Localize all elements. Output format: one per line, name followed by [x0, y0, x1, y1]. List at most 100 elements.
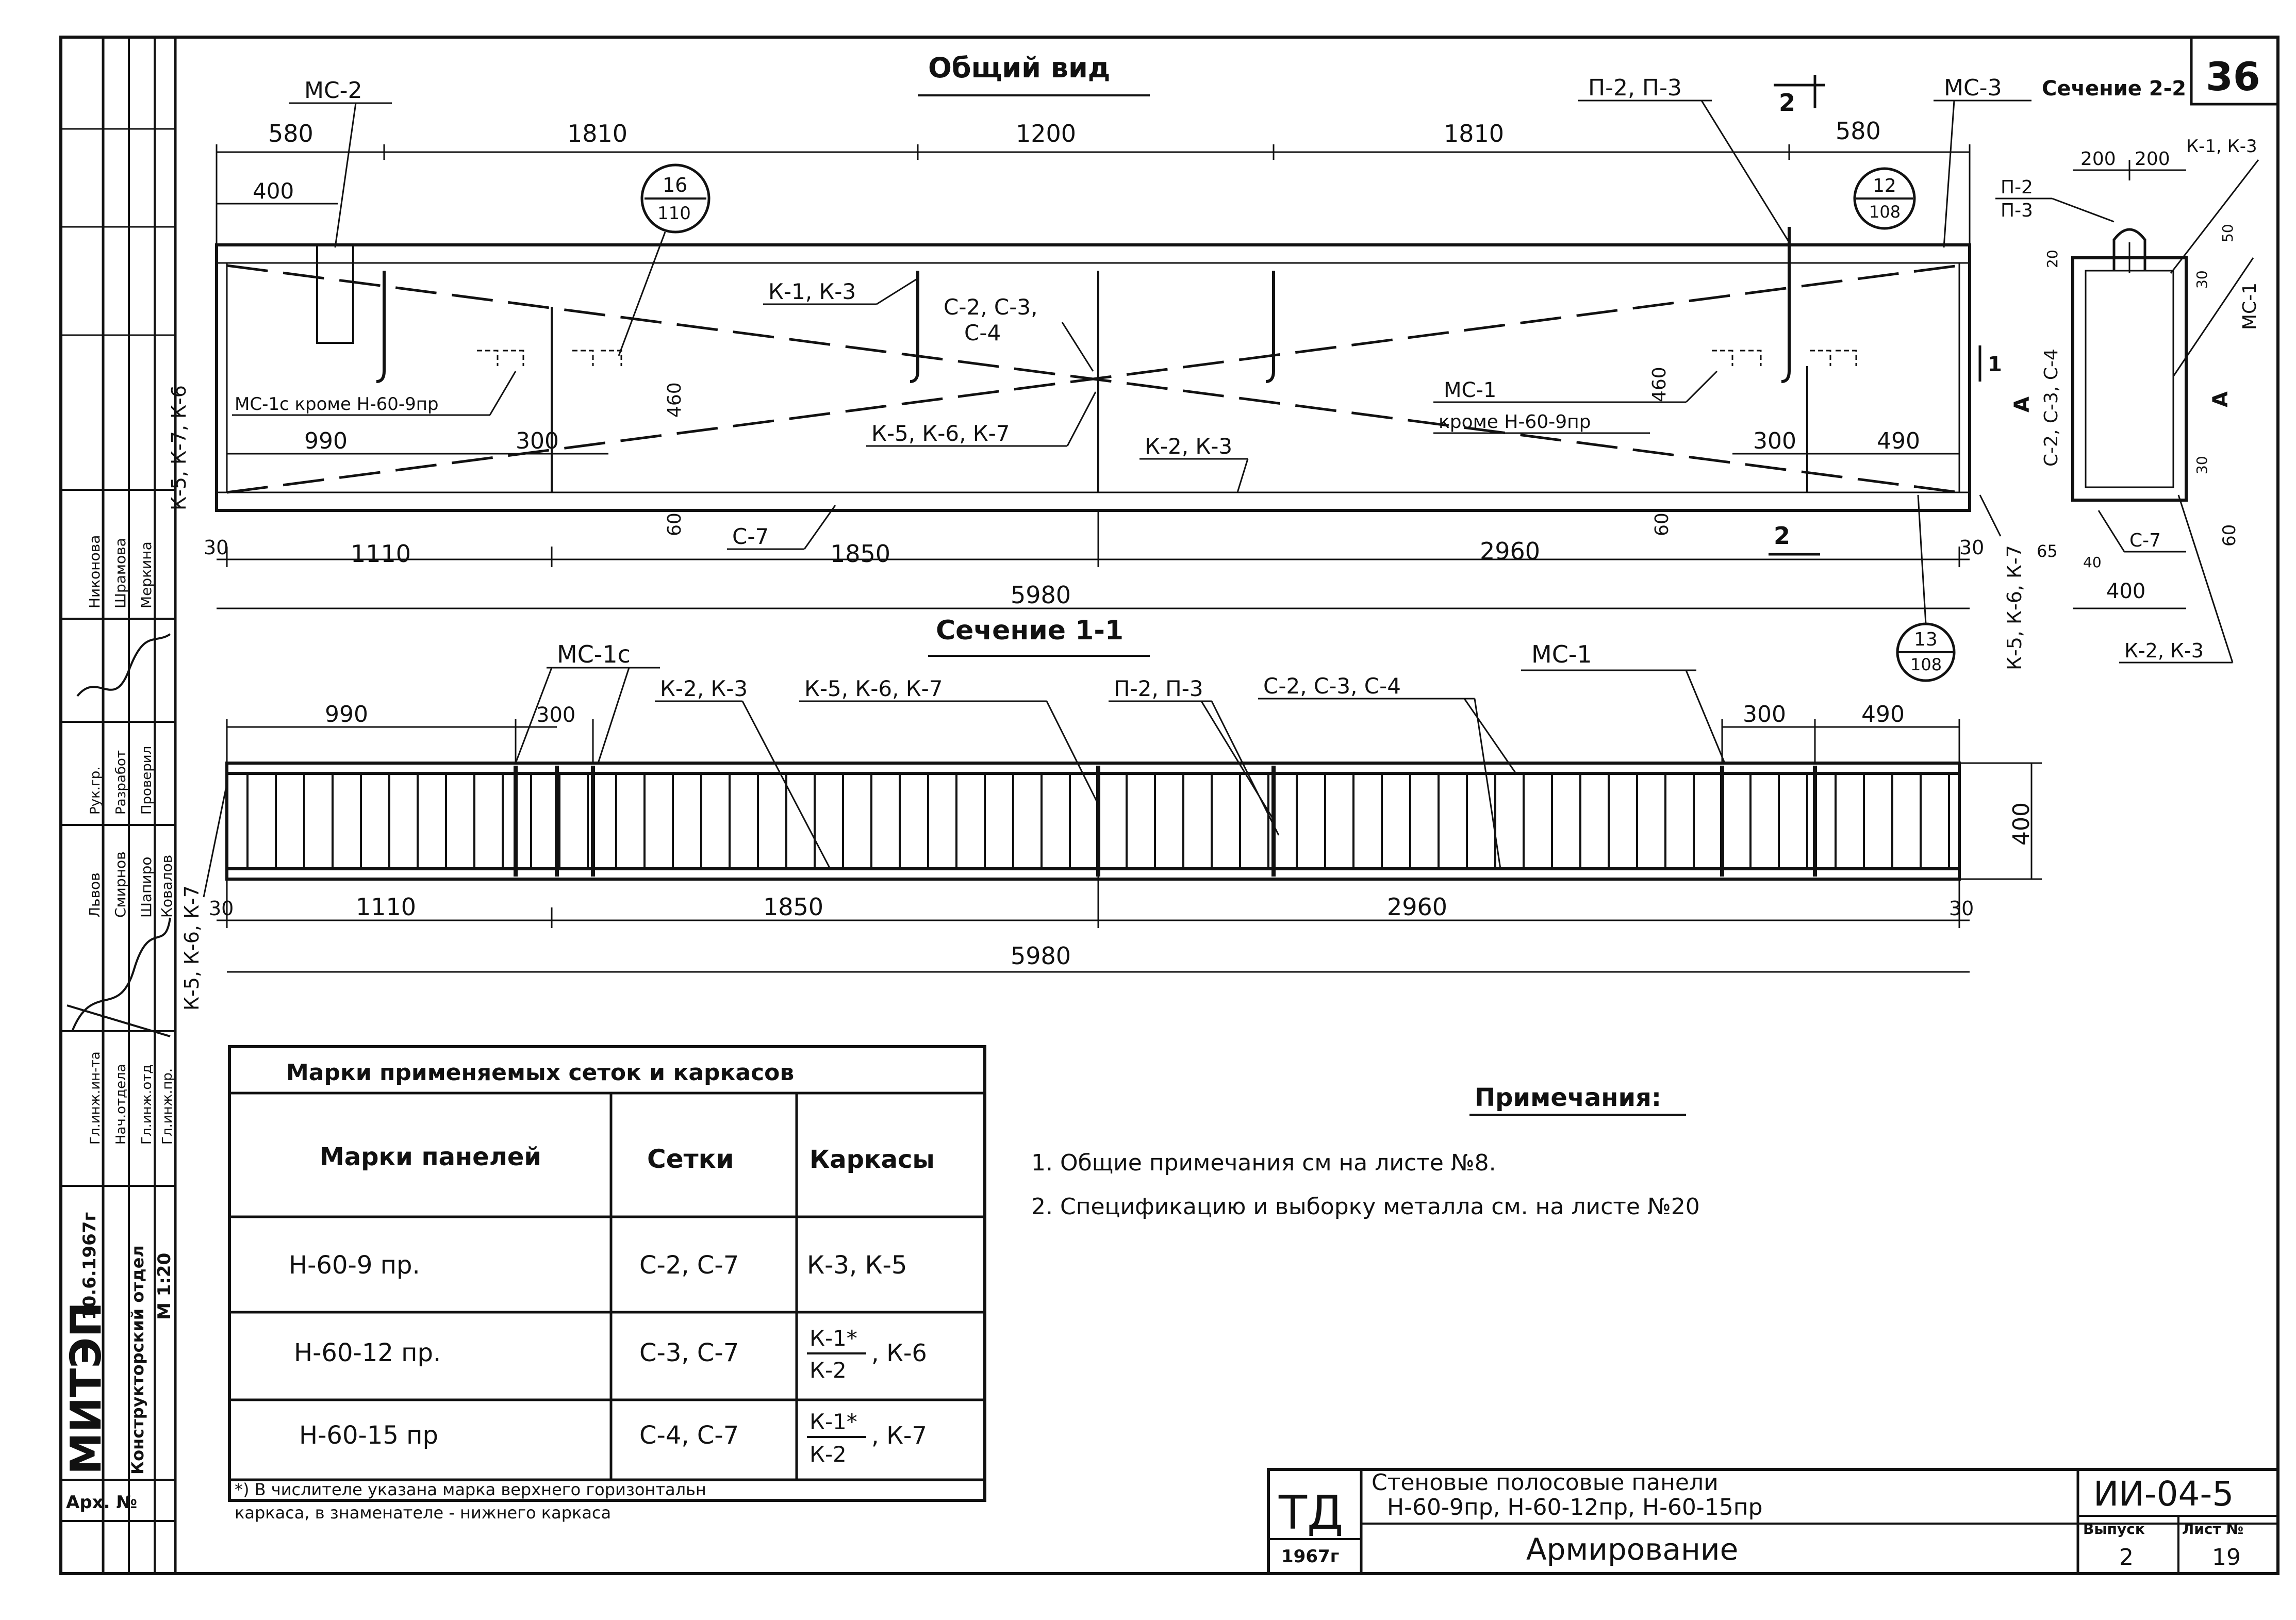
inner-dim-60-right: 60: [1651, 513, 1673, 536]
dim-total-5980: 5980: [1011, 581, 1071, 609]
s22-label-p2: П-2: [2001, 177, 2033, 198]
label-mc1c: МС-1с кроме Н-60-9пр: [235, 394, 439, 415]
panel-outline: [215, 243, 1971, 512]
table-row-1-frame: , К-6: [871, 1339, 927, 1367]
tb-code: ИИ-04-5: [2093, 1474, 2234, 1514]
label-cut-2-bottom: 2: [1774, 522, 1790, 550]
table-row-1-mesh: С-3, С-7: [639, 1338, 739, 1367]
section-1-1-outline: [225, 762, 1961, 881]
dim-top-580-left: 580: [268, 120, 313, 147]
label-c7: С-7: [732, 524, 769, 549]
name-4: Никонова: [86, 535, 103, 608]
tb-issue-label: Выпуск: [2083, 1520, 2145, 1538]
dim-bottom-2960: 2960: [1480, 537, 1540, 565]
s11-dim-1850: 1850: [763, 893, 823, 921]
s11-dim-400: 400: [2008, 802, 2035, 846]
label-k2k3: К-2, К-3: [1145, 434, 1232, 459]
section-1-1-rungs: [246, 773, 1950, 869]
s22-dim-30-bottom: 30: [2193, 456, 2210, 474]
label-c4: С-4: [964, 320, 1001, 345]
s22-dim-200-left: 200: [2080, 148, 2116, 170]
table-header-frames: Каркасы: [810, 1145, 935, 1174]
note-2: 2. Спецификацию и выборку металла см. на…: [1031, 1194, 1700, 1220]
s22-label-c7: С-7: [2129, 530, 2161, 551]
dim-top-580-right: 580: [1836, 117, 1881, 145]
sheet-number: 36: [2206, 54, 2260, 100]
label-mc3: МС-3: [1944, 75, 2002, 101]
label-cut-1: 1: [1988, 353, 2002, 376]
callout-13-den: 108: [1910, 655, 1942, 674]
dept-name: Конструкторский отдел: [128, 1245, 147, 1475]
section-2-2-outline: [2071, 256, 2188, 502]
s11-label-c2c3c4: С-2, С-3, С-4: [1263, 673, 1401, 699]
inner-dim-460-right: 460: [1649, 367, 1670, 402]
inner-dim-60-left: 60: [664, 513, 685, 536]
s11-dim-1110: 1110: [356, 893, 416, 921]
s11-dim-300-right: 300: [1743, 701, 1786, 728]
title-block: ТД 1967г Стеновые полосовые панели Н-60-…: [1267, 1468, 2280, 1575]
scale: М 1:20: [154, 1253, 175, 1320]
dim-top-1810-right: 1810: [1444, 120, 1504, 147]
label-mc2: МС-2: [304, 77, 362, 104]
tb-subtitle: Армирование: [1526, 1532, 1738, 1567]
s22-label-k1k3: К-1, К-3: [2186, 136, 2257, 157]
marks-table: Марки применяемых сеток и каркасов Марки…: [228, 1045, 986, 1523]
callout-16-num: 16: [663, 174, 687, 196]
table-title: Марки применяемых сеток и каркасов: [286, 1060, 794, 1086]
s11-label-k5k6k7: К-5, К-6, К-7: [804, 676, 943, 701]
dim-400: 400: [253, 178, 294, 204]
notes-title: Примечания:: [1475, 1083, 1661, 1112]
side-stamp: МИТЭП Конструкторский отдел Арх. № 10.6.…: [61, 37, 177, 1574]
inner-dim-990: 990: [304, 428, 348, 454]
mesh-mc2: [316, 244, 354, 344]
section-2-2-title: Сечение 2-2: [2042, 77, 2186, 101]
notes: Примечания: 1. Общие примечания см на ли…: [1031, 1083, 1700, 1220]
s11-dim-30-right: 30: [1949, 897, 1974, 920]
label-k5k6k7: К-5, К-6, К-7: [871, 421, 1010, 446]
dim-bottom-1110: 1110: [351, 540, 411, 568]
callout-16-110: 16 110: [618, 163, 711, 356]
section-2-2: Сечение 2-2 200 200 400 К-1, К-3 П-2 П-3…: [1995, 77, 2260, 664]
s11-dim-30-left: 30: [209, 897, 234, 920]
dim-bottom-30-right: 30: [1959, 536, 1984, 559]
s22-dim-400: 400: [2106, 580, 2145, 603]
role-2: Гл.инж.отд: [139, 1065, 155, 1145]
name-2: Шапиро: [138, 856, 155, 918]
section-1-1-heavy-posts: [514, 766, 1817, 877]
s22-dim-65: 65: [2037, 541, 2058, 561]
table-row-1-frame-den: К-2: [810, 1358, 847, 1383]
label-right-side: К-5, К-6, К-7: [2003, 545, 2026, 670]
section-1-1: Сечение 1-1: [180, 615, 2042, 1011]
role-0: Гл.инж.ин-та: [88, 1051, 103, 1145]
s22-label-k2k3: К-2, К-3: [2124, 639, 2204, 662]
table-row-2-frame: , К-7: [871, 1421, 927, 1449]
s11-label-mc1: МС-1: [1531, 640, 1592, 668]
table-row-1-panel: Н-60-12 пр.: [294, 1338, 441, 1367]
name-0: Львов: [86, 872, 103, 918]
sheet-number-box: [2190, 36, 2280, 106]
role-4: Рук.гр.: [88, 767, 103, 815]
s22-dim-60: 60: [2219, 524, 2240, 547]
table-row-0-panel: Н-60-9 пр.: [289, 1251, 420, 1280]
name-1: Смирнов: [112, 851, 129, 918]
role-3: Гл.инж.пр.: [160, 1068, 175, 1145]
s11-dim-300-left: 300: [536, 703, 575, 727]
s22-label-c-side: С-2, С-3, С-4: [2041, 349, 2062, 467]
tb-year: 1967г: [1281, 1546, 1339, 1567]
dim-top-1810-left: 1810: [567, 120, 627, 147]
general-view: Общий вид 580 181: [168, 52, 2031, 682]
s22-dim-30-top: 30: [2193, 270, 2210, 289]
role-1: Нач.отдела: [113, 1064, 129, 1145]
name-6: Меркина: [138, 541, 155, 608]
inner-dim-300-right: 300: [1753, 428, 1796, 454]
note-1: 1. Общие примечания см на листе №8.: [1031, 1150, 1496, 1176]
tb-sheet: 19: [2212, 1544, 2241, 1571]
s22-label-mc1: МС-1: [2239, 283, 2260, 330]
tb-title-line2: Н-60-9пр, Н-60-12пр, Н-60-15пр: [1387, 1494, 1763, 1520]
role-6: Проверил: [139, 746, 155, 815]
table-row-2-frame-num: К-1*: [810, 1409, 857, 1434]
section-1-1-title: Сечение 1-1: [936, 615, 1124, 646]
callout-12-den: 108: [1869, 202, 1901, 222]
s11-dim-990: 990: [325, 701, 368, 728]
table-row-2-frame-den: К-2: [810, 1442, 847, 1467]
